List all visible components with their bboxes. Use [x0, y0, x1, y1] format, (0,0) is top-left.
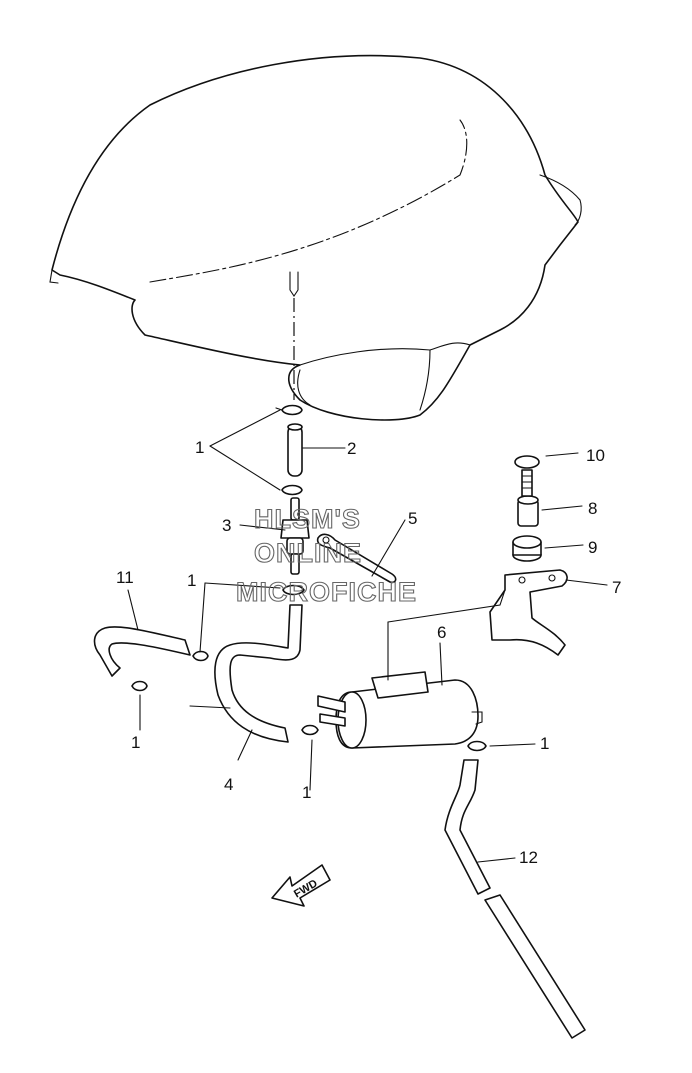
callout-5: 5 [408, 509, 417, 528]
holder-5 [316, 533, 397, 584]
clip-under-valve [282, 584, 305, 596]
hose-long-4 [214, 604, 303, 743]
watermark: HLSM'S ONLINE MICROFICHE [235, 503, 417, 607]
hose-bent-11 [93, 626, 191, 677]
callout-1-top: 1 [195, 438, 204, 457]
screw-10 [514, 455, 540, 497]
callout-4: 4 [224, 775, 233, 794]
callout-1-right: 1 [540, 734, 549, 753]
callout-6: 6 [437, 623, 446, 642]
joint-valve-3 [280, 497, 310, 575]
grommet-9 [512, 535, 542, 562]
bracket-7 [489, 569, 568, 656]
leader-lines [127, 409, 608, 863]
callout-2: 2 [347, 439, 356, 458]
clip-left-low [131, 680, 148, 692]
callout-1-bottom-left: 1 [131, 733, 140, 752]
callout-labels: 1 2 3 5 10 8 9 7 11 1 6 1 1 4 1 12 [116, 438, 621, 867]
callout-10: 10 [586, 446, 605, 465]
callout-9: 9 [588, 538, 597, 557]
callout-7: 7 [612, 578, 621, 597]
callout-12: 12 [519, 848, 538, 867]
fuel-tank [49, 54, 582, 421]
callout-1-bottom: 1 [302, 783, 311, 802]
clip-right [467, 740, 487, 752]
collar-8 [517, 495, 539, 527]
canister-6 [317, 671, 483, 749]
fwd-arrow: FWD [271, 864, 331, 907]
drain-hose-12 [444, 759, 586, 1039]
watermark-line-2: ONLINE [254, 538, 362, 568]
watermark-line-1: HLSM'S [254, 504, 361, 534]
watermark-line-3: MICROFICHE [236, 577, 417, 607]
callout-1-left: 1 [187, 571, 196, 590]
callout-8: 8 [588, 499, 597, 518]
clip-top [275, 404, 303, 416]
callout-11: 11 [116, 568, 134, 587]
fwd-arrow-label: FWD [292, 877, 320, 900]
hose-short-2 [287, 423, 303, 477]
callout-3: 3 [222, 516, 231, 535]
clip-canister-left [301, 724, 319, 736]
clip-mid [281, 484, 303, 496]
clip-left-11 [192, 650, 209, 662]
